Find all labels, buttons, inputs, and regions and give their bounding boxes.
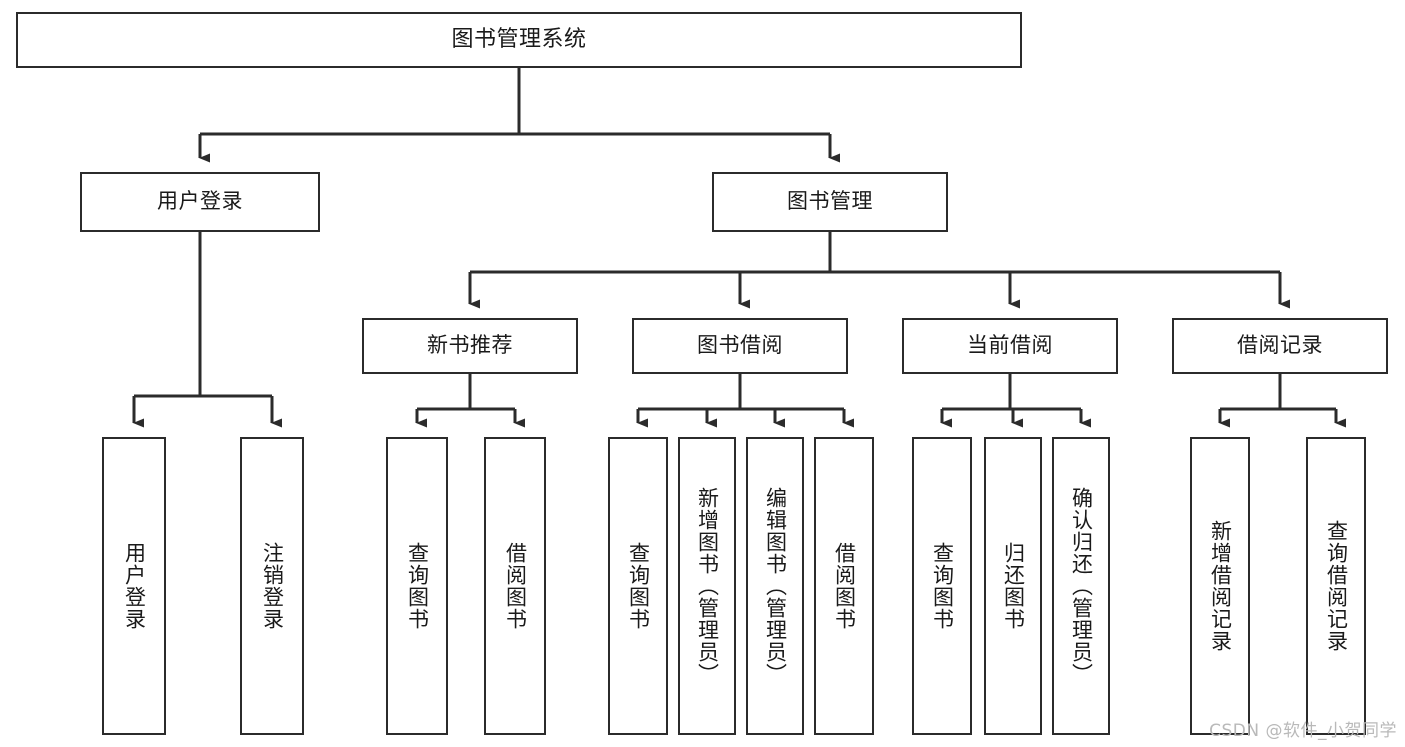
edges-currentborrow-to-leaves (940, 374, 1091, 428)
node-label: 借阅图书 (503, 542, 528, 630)
edges-root-to-level2 (198, 68, 840, 163)
edges-userlogin-to-leaves (132, 232, 282, 428)
node-label: 新增图书（管理员） (695, 487, 720, 685)
node-borrow-records[interactable]: 借阅记录 (1172, 318, 1388, 374)
node-label: 图书借阅 (697, 333, 783, 358)
node-leaf-query-book-1[interactable]: 查询图书 (386, 437, 448, 735)
node-label: 查询图书 (930, 542, 955, 630)
node-new-book-recommend[interactable]: 新书推荐 (362, 318, 578, 374)
node-label: 图书管理 (787, 189, 873, 214)
node-leaf-query-record[interactable]: 查询借阅记录 (1306, 437, 1366, 735)
node-label: 归还图书 (1001, 542, 1026, 630)
edges-newbook-to-leaves (415, 374, 525, 428)
node-leaf-logout[interactable]: 注销登录 (240, 437, 304, 735)
node-label: 新书推荐 (427, 333, 513, 358)
node-leaf-return-book[interactable]: 归还图书 (984, 437, 1042, 735)
node-leaf-confirm-return[interactable]: 确认归还（管理员） (1052, 437, 1110, 735)
node-label: 查询借阅记录 (1324, 520, 1349, 652)
node-label: 查询图书 (626, 542, 651, 630)
edges-borrowrecords-to-leaves (1218, 374, 1346, 428)
node-root-system[interactable]: 图书管理系统 (16, 12, 1022, 68)
node-label: 用户登录 (157, 189, 243, 214)
node-label: 查询图书 (405, 542, 430, 630)
node-leaf-add-book[interactable]: 新增图书（管理员） (678, 437, 736, 735)
edges-bookborrow-to-leaves (636, 374, 854, 428)
node-label: 编辑图书（管理员） (763, 487, 788, 685)
node-label: 用户登录 (122, 542, 147, 630)
node-user-login[interactable]: 用户登录 (80, 172, 320, 232)
node-label: 新增借阅记录 (1208, 520, 1233, 652)
edges-bookmanage-to-level3 (468, 232, 1290, 309)
node-label: 注销登录 (260, 542, 285, 630)
node-leaf-edit-book[interactable]: 编辑图书（管理员） (746, 437, 804, 735)
node-leaf-query-book-2[interactable]: 查询图书 (608, 437, 668, 735)
node-label: 借阅图书 (832, 542, 857, 630)
node-leaf-borrow-book-1[interactable]: 借阅图书 (484, 437, 546, 735)
node-current-borrow[interactable]: 当前借阅 (902, 318, 1118, 374)
node-label: 借阅记录 (1237, 333, 1323, 358)
node-leaf-add-record[interactable]: 新增借阅记录 (1190, 437, 1250, 735)
node-leaf-user-login[interactable]: 用户登录 (102, 437, 166, 735)
watermark-text: CSDN @软件_小贺同学 (1209, 721, 1397, 741)
node-label: 确认归还（管理员） (1069, 487, 1094, 685)
node-book-borrow[interactable]: 图书借阅 (632, 318, 848, 374)
node-label: 当前借阅 (967, 333, 1053, 358)
node-book-manage[interactable]: 图书管理 (712, 172, 948, 232)
node-leaf-borrow-book-2[interactable]: 借阅图书 (814, 437, 874, 735)
node-label: 图书管理系统 (451, 26, 587, 52)
node-leaf-query-book-3[interactable]: 查询图书 (912, 437, 972, 735)
